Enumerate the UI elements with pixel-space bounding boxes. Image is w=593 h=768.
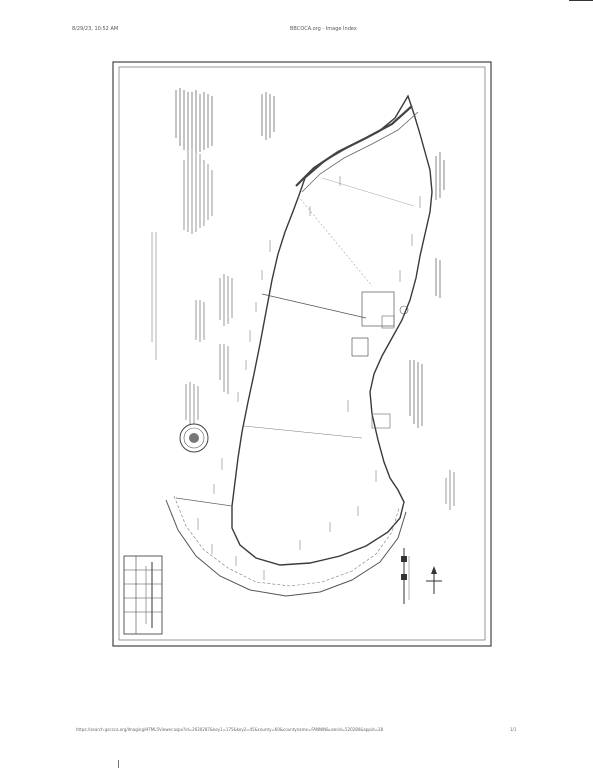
road-bottom-outer xyxy=(165,499,407,597)
parcel-box-3 xyxy=(381,315,395,329)
division-line-3 xyxy=(243,425,363,439)
division-line-2 xyxy=(297,195,373,287)
surveyor-seal-icon xyxy=(179,423,209,453)
scale-bar xyxy=(401,548,410,604)
structure-mark xyxy=(399,305,409,315)
tract-boundary-line xyxy=(231,94,433,566)
print-page-title: BBCOCA.org - Image Index xyxy=(290,26,357,32)
text-block-notes-top xyxy=(261,92,275,140)
text-block-certificate xyxy=(183,148,213,234)
plat-outer-border xyxy=(112,61,492,647)
road-bottom-inner xyxy=(173,495,400,587)
text-block-legend-bottom xyxy=(445,470,455,510)
parcel-box-2 xyxy=(351,337,369,357)
bottom-edge-mark xyxy=(118,760,119,768)
top-edge-line xyxy=(569,0,593,1)
text-block-notes-left xyxy=(175,88,213,152)
print-source-url: https://search.gsccca.org/Imaging/HTML5V… xyxy=(76,727,384,732)
print-page-number: 1/1 xyxy=(510,727,517,732)
title-block xyxy=(123,555,163,635)
print-datetime: 8/29/23, 10:52 AM xyxy=(72,26,119,32)
plat-inner-border xyxy=(118,66,486,641)
road-edge-lower xyxy=(301,111,419,193)
division-line-1 xyxy=(261,293,367,319)
boundary-call-labels xyxy=(197,176,421,580)
road-edge-upper xyxy=(295,105,413,187)
text-block-adjoiner-right xyxy=(409,152,445,428)
north-arrow-icon xyxy=(426,566,442,594)
division-line-4 xyxy=(175,497,233,507)
parcel-box-1 xyxy=(361,291,395,327)
text-block-surveyor-address xyxy=(185,382,199,424)
division-line-5 xyxy=(321,177,415,207)
text-block-surveyor xyxy=(195,274,233,394)
text-block-vertical-caption xyxy=(151,232,157,360)
parcel-box-4 xyxy=(371,413,391,429)
